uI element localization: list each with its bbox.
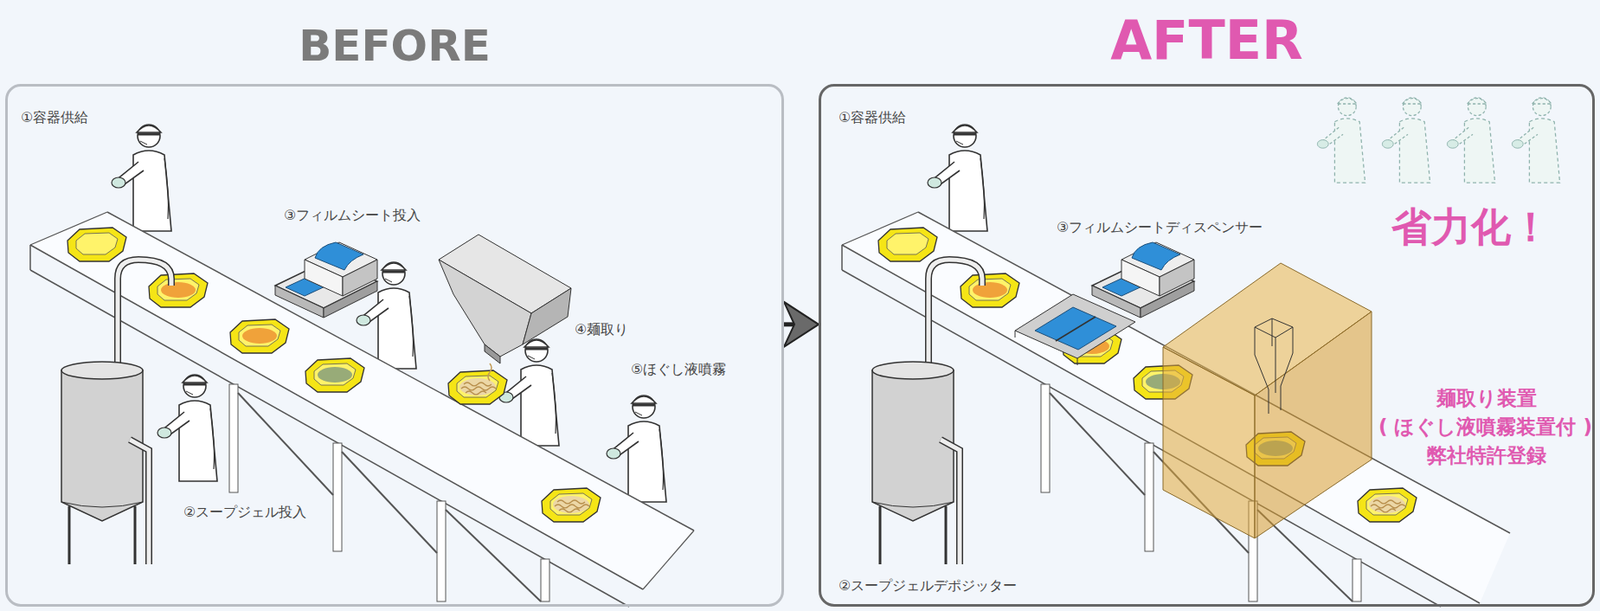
- illustration-line: [1055, 316, 1096, 341]
- illustration-use: [960, 273, 1020, 308]
- illustration-use: [878, 227, 938, 262]
- illustration-use: [148, 273, 208, 308]
- panel-heading: AFTER: [821, 13, 1593, 68]
- illustration-use: [1381, 97, 1430, 183]
- panel-heading: BEFORE: [7, 24, 782, 68]
- illustration-use: [275, 242, 378, 318]
- illustration-polygon: [438, 259, 532, 357]
- illustration-use: [1357, 488, 1417, 522]
- illustration-line: [1049, 392, 1145, 495]
- callout-label: ①容器供給: [838, 109, 907, 126]
- illustration-use: [1446, 97, 1495, 183]
- illustration-polygon: [30, 212, 694, 590]
- panel: AFTER: [818, 83, 1595, 607]
- illustration-path: [488, 363, 492, 381]
- device-note: 弊社特許登録: [1426, 443, 1547, 467]
- illustration-rect: [1144, 443, 1154, 552]
- illustration-line: [1015, 330, 1016, 338]
- illustration-use: [230, 319, 290, 354]
- illustration-use: [448, 370, 508, 405]
- callout-label: ③フィルムシートディスペンサー: [1056, 219, 1263, 236]
- panel: BEFORE: [5, 83, 784, 607]
- illustration-rect: [436, 501, 446, 602]
- callout-label: ②スープジェル投入: [183, 504, 307, 521]
- illustration-polygon: [1034, 307, 1117, 350]
- illustration-path: [1254, 318, 1293, 414]
- illustration-use: [1317, 97, 1365, 183]
- arrow-head: [783, 302, 819, 347]
- callout-label: ①容器供給: [20, 109, 89, 126]
- callout-label: ③フィルムシート投入: [283, 207, 421, 224]
- illustration-use: [541, 488, 601, 522]
- illustration-polygon: [1015, 294, 1136, 359]
- illustration-rect: [229, 384, 238, 493]
- illustration-use: [1092, 242, 1195, 318]
- illustration-line: [29, 244, 32, 270]
- illustration-line: [107, 212, 694, 531]
- illustration-polygon: [522, 288, 572, 345]
- illustration-rect: [333, 443, 342, 552]
- illustration-use: [157, 374, 218, 482]
- callout-label: ④麺取り: [574, 321, 629, 338]
- illustration-rect: [540, 559, 550, 602]
- illustration-use: [305, 358, 365, 392]
- illustration-polygon: [1254, 311, 1372, 539]
- illustration-use: [872, 259, 983, 565]
- illustration-use: [67, 227, 127, 262]
- illustration-polygon: [1163, 346, 1255, 539]
- illustration-line: [237, 392, 334, 495]
- illustration-line: [341, 451, 437, 553]
- illustration-use: [927, 124, 988, 232]
- illustration-rect: [1352, 559, 1362, 602]
- flow-arrow: [783, 302, 819, 347]
- illustration-use: [1511, 97, 1560, 183]
- device-note: ( ほぐし液噴霧装置付 ): [1378, 415, 1593, 438]
- illustration-use: [61, 259, 172, 565]
- callout-label: ⑤ほぐし液噴霧: [630, 361, 727, 378]
- callout-label: ②スープジェルデポジッター: [838, 578, 1017, 594]
- illustration-polygon: [1254, 318, 1293, 338]
- illustration-rect: [1040, 384, 1050, 493]
- illustration-polygon: [484, 344, 501, 364]
- illustration-polygon: [841, 212, 1511, 604]
- device-note: 麺取り装置: [1436, 386, 1537, 410]
- illustration-line: [841, 244, 843, 270]
- illustration-use: [606, 395, 667, 502]
- illustration-use: [111, 124, 172, 232]
- illustration-line: [445, 509, 541, 602]
- slogan: 省力化！: [1391, 204, 1551, 251]
- illustration-line: [1077, 358, 1079, 366]
- illustration-line: [642, 530, 694, 590]
